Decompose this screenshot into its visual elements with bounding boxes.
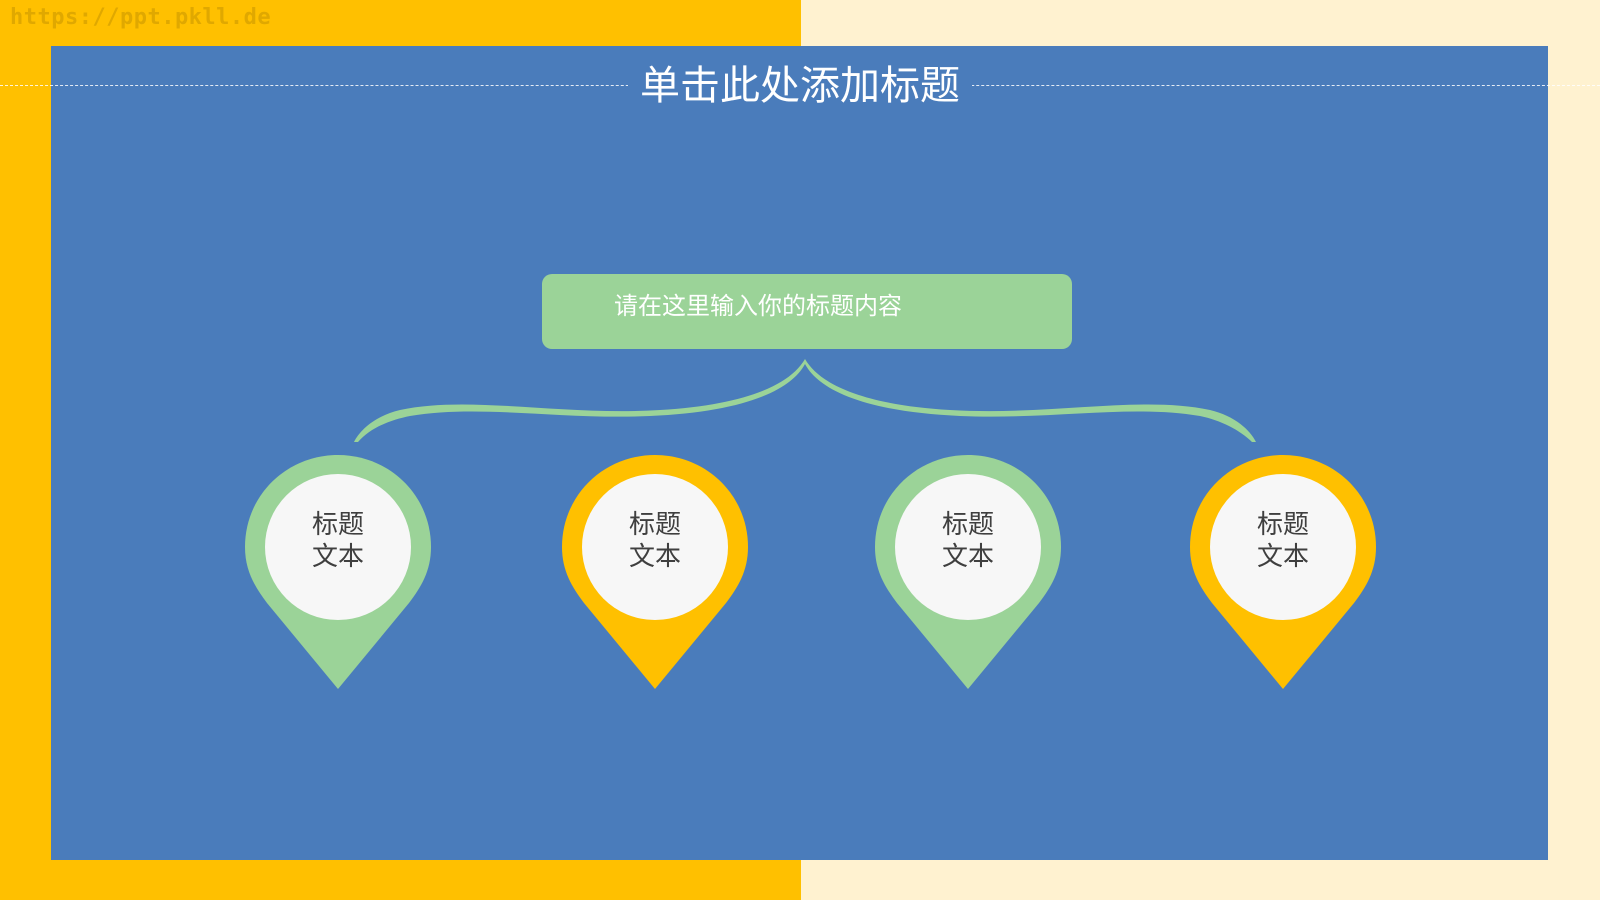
slide-title[interactable]: 单击此处添加标题	[628, 58, 972, 114]
pin-label: 标题 文本	[628, 510, 681, 572]
header-box[interactable]: 请在这里输入你的标题内容	[542, 274, 1072, 349]
pin-label: 标题 文本	[311, 510, 364, 572]
slide-panel	[51, 46, 1548, 860]
watermark: https://ppt.pkll.de	[10, 5, 272, 30]
pin-label: 标题 文本	[941, 510, 994, 572]
map-pin-1[interactable]: 标题 文本	[243, 453, 433, 693]
map-pin-icon	[562, 455, 748, 689]
map-pin-3[interactable]: 标题 文本	[873, 453, 1063, 693]
map-pin-4[interactable]: 标题 文本	[1188, 453, 1378, 693]
map-pin-2[interactable]: 标题 文本	[560, 453, 750, 693]
pin-label: 标题 文本	[1256, 510, 1309, 572]
title-container: 单击此处添加标题	[0, 58, 1600, 114]
map-pin-icon	[1190, 455, 1376, 689]
map-pin-icon	[245, 455, 431, 689]
map-pin-icon	[875, 455, 1061, 689]
header-box-text[interactable]: 请在这里输入你的标题内容	[614, 292, 902, 320]
